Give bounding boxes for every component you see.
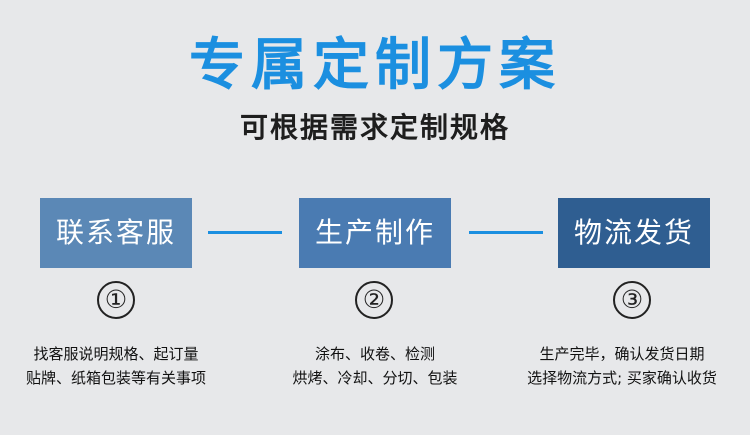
step-1-desc-line-1: 找客服说明规格、起订量	[33, 345, 199, 363]
step-2-number: ②	[355, 281, 393, 319]
step-connector-2	[469, 231, 543, 234]
step-2-desc-line-1: 涂布、收卷、检测	[314, 345, 435, 363]
page-title: 专属定制方案	[189, 33, 561, 98]
step-3-description: 生产完毕，确认发货日期 选择物流方式; 买家确认收货	[497, 342, 747, 390]
step-3-desc-line-2: 选择物流方式; 买家确认收货	[527, 369, 717, 387]
step-1-number: ①	[97, 281, 135, 319]
step-2-desc-line-2: 烘烤、冷却、分切、包装	[292, 369, 458, 387]
step-1-desc-line-2: 贴牌、纸箱包装等有关事项	[25, 369, 206, 387]
step-connector-1	[208, 231, 282, 234]
step-2-description: 涂布、收卷、检测 烘烤、冷却、分切、包装	[250, 342, 500, 390]
step-1-description: 找客服说明规格、起订量 贴牌、纸箱包装等有关事项	[0, 342, 241, 390]
page-subtitle: 可根据需求定制规格	[239, 111, 510, 144]
step-2-box: 生产制作	[299, 198, 451, 268]
step-3-box: 物流发货	[558, 198, 710, 268]
step-3-desc-line-1: 生产完毕，确认发货日期	[539, 345, 705, 363]
step-1-box: 联系客服	[40, 198, 192, 268]
step-3-number: ③	[613, 281, 651, 319]
